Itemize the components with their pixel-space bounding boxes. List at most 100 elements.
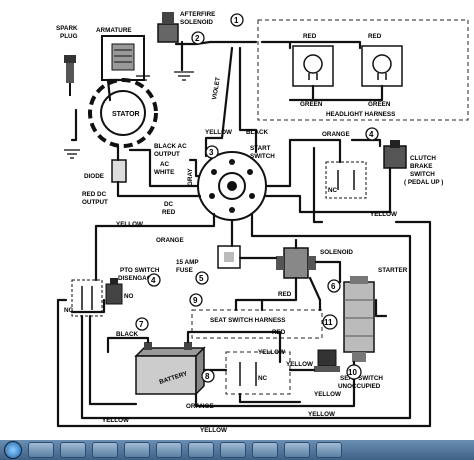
gray-label: GRAY xyxy=(187,168,194,186)
callout-1: 1 xyxy=(230,13,244,27)
fuse xyxy=(217,245,241,269)
orange-top-label: ORANGE xyxy=(322,131,350,138)
headlight-green-label-1: GREEN xyxy=(300,101,323,108)
starter xyxy=(343,276,375,362)
clutch-label-4: ( PEDAL UP ) xyxy=(404,179,443,186)
taskbar-app-icon[interactable] xyxy=(28,442,54,458)
svg-text:2: 2 xyxy=(195,34,200,43)
ac-white-label-2: WHITE xyxy=(154,169,174,176)
svg-text:10: 10 xyxy=(348,368,357,377)
fuse-label-2: FUSE xyxy=(176,267,193,274)
headlight-green-label-2: GREEN xyxy=(368,101,391,108)
clutch-label-3: SWITCH xyxy=(410,171,435,178)
solenoid xyxy=(276,247,316,279)
taskbar-app-icon[interactable] xyxy=(188,442,214,458)
taskbar-app-icon[interactable] xyxy=(156,442,182,458)
yellow-b5-label: YELLOW xyxy=(200,427,227,434)
yellow-b4-label: YELLOW xyxy=(102,417,129,424)
start-switch-label-1: START xyxy=(250,145,271,152)
ac-white-label-1: AC xyxy=(160,161,170,168)
callout-4-pto: 4 xyxy=(147,273,161,287)
svg-text:6: 6 xyxy=(331,282,336,291)
taskbar-app-icon[interactable] xyxy=(252,442,278,458)
nc-left-label: NC xyxy=(64,307,74,314)
seat-harness-label: SEAT SWITCH HARNESS xyxy=(210,317,285,324)
black-ac-label-2: OUTPUT xyxy=(154,151,180,158)
callout-5: 5 xyxy=(195,271,209,285)
svg-text:3: 3 xyxy=(209,148,214,157)
seat-switch-label-2: UNOCCUPIED xyxy=(338,383,381,390)
afterfire-label-1: AFTERFIRE xyxy=(180,11,215,18)
headlight-red-label-2: RED xyxy=(368,33,382,40)
svg-text:11: 11 xyxy=(324,318,333,327)
callout-2: 2 xyxy=(191,31,205,45)
clutch-label-1: CLUTCH xyxy=(410,155,436,162)
nc-seat-label: NC xyxy=(258,375,268,382)
dc-red-label-1: DC xyxy=(164,201,174,208)
stator-label: STATOR xyxy=(112,111,140,118)
spark-plug-label-2: PLUG xyxy=(60,33,78,40)
starter-label: STARTER xyxy=(378,267,408,274)
black-battery-label: BLACK xyxy=(116,331,138,338)
left-switch-block xyxy=(71,279,103,317)
start-switch-label-2: SWITCH xyxy=(250,153,275,160)
callout-10: 10 xyxy=(346,364,362,380)
yellow-mid-label: YELLOW xyxy=(116,221,143,228)
callout-8: 8 xyxy=(201,369,215,383)
callout-3: 3 xyxy=(205,145,219,159)
red-fuse-label: RED xyxy=(278,291,292,298)
yellow-clutch-label: YELLOW xyxy=(370,211,397,218)
taskbar-app-icon[interactable] xyxy=(316,442,342,458)
seat-switch xyxy=(314,349,340,372)
orange-mid-label: ORANGE xyxy=(156,237,184,244)
fuse-label-1: 15 AMP xyxy=(176,259,199,266)
pto-switch xyxy=(105,278,123,305)
svg-text:1: 1 xyxy=(234,16,239,25)
taskbar-app-icon[interactable] xyxy=(124,442,150,458)
callout-7: 7 xyxy=(135,317,149,331)
svg-text:7: 7 xyxy=(139,320,144,329)
start-switch xyxy=(197,151,267,221)
svg-text:8: 8 xyxy=(205,372,210,381)
wiring-diagram: SPARK PLUG ARMATURE AFTERFIRE SOLENOID R… xyxy=(56,11,469,434)
armature xyxy=(101,35,145,81)
taskbar-app-icon[interactable] xyxy=(284,442,310,458)
diode-label: DIODE xyxy=(84,173,104,180)
callout-11: 11 xyxy=(322,314,338,330)
black-ac-label-1: BLACK AC xyxy=(154,143,187,150)
svg-text:5: 5 xyxy=(199,274,204,283)
solenoid-label: SOLENOID xyxy=(320,249,353,256)
seat-switch-box xyxy=(225,351,291,395)
spark-plug xyxy=(64,55,76,96)
diode xyxy=(111,159,127,183)
yellow-b1-label: YELLOW xyxy=(258,349,285,356)
taskbar xyxy=(0,440,474,460)
nc-clutch-label: NC xyxy=(328,187,338,194)
stator xyxy=(88,78,158,148)
red-dc-label-1: RED DC xyxy=(82,191,107,198)
headlight-red-label-1: RED xyxy=(303,33,317,40)
clutch-label-2: BRAKE xyxy=(410,163,432,170)
battery xyxy=(134,342,206,396)
start-orb-icon[interactable] xyxy=(4,441,22,459)
svg-text:4: 4 xyxy=(151,276,156,285)
headlight-harness-box xyxy=(257,19,469,121)
callout-4-clutch: 4 xyxy=(365,127,379,141)
svg-text:4: 4 xyxy=(369,130,374,139)
afterfire-label-2: SOLENOID xyxy=(180,19,213,26)
taskbar-app-icon[interactable] xyxy=(92,442,118,458)
yellow-b6-label: YELLOW xyxy=(308,411,335,418)
yellow-top-label: YELLOW xyxy=(205,129,232,136)
headlight-left xyxy=(292,45,334,87)
armature-label: ARMATURE xyxy=(96,27,132,34)
pto-label-2: DISENGAGED xyxy=(118,275,161,282)
wires xyxy=(56,40,432,428)
taskbar-app-icon[interactable] xyxy=(60,442,86,458)
no-label: NO xyxy=(124,293,134,300)
taskbar-app-icon[interactable] xyxy=(220,442,246,458)
clutch-brake-switch xyxy=(325,140,407,199)
yellow-b2-label: YELLOW xyxy=(286,361,313,368)
spark-plug-label-1: SPARK xyxy=(56,25,78,32)
headlight-right xyxy=(361,45,403,87)
callout-9: 9 xyxy=(189,293,203,307)
